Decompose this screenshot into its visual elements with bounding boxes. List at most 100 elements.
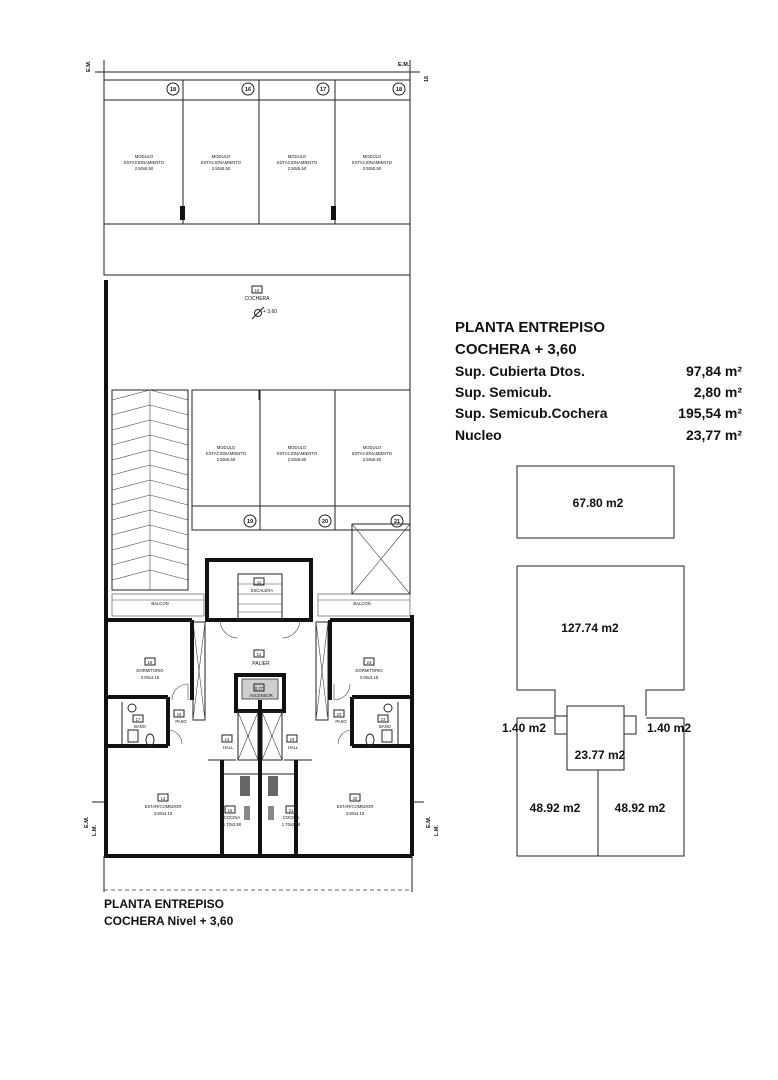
- em-marker-right: E.M.: [398, 62, 410, 68]
- room-number: 17: [136, 717, 141, 722]
- room-name: HALL: [288, 745, 299, 750]
- room-name: COCINA: [224, 815, 240, 820]
- summary-row-label: Sup. Cubierta Dtos.: [455, 363, 585, 379]
- parking-module-bottom-2: MODULO ESTACIONAMIENTO 2.50x5.50 20: [277, 445, 332, 528]
- room-dims: 3.80x4.10: [346, 811, 365, 816]
- summary-row-label: Nucleo: [455, 427, 502, 443]
- room-number: 22: [337, 712, 342, 717]
- parking-module-bottom-3: MODULO ESTACIONAMIENTO 2.50x5.50 21: [352, 445, 404, 528]
- parking-module-top-3: 17 MODULO ESTACIONAMIENTO 2.50x5.50: [277, 82, 330, 171]
- room-name: DORMITORIO: [136, 668, 164, 673]
- module-label-line1: MODULO: [135, 154, 154, 159]
- module-label-line1: MODULO: [288, 445, 307, 450]
- plan-caption-line1: PLANTA ENTREPISO: [104, 897, 224, 911]
- module-number: 19: [247, 519, 253, 525]
- toilet-icon: [145, 733, 155, 747]
- module-label-line2: ESTACIONAMIENTO: [206, 451, 247, 456]
- room-name: BAÑO: [379, 724, 392, 729]
- module-label-line2: ESTACIONAMIENTO: [277, 451, 318, 456]
- area-diagram: 67.80 m2 127.74 m2 1.40 m2 1.40 m2 23.77…: [502, 465, 691, 857]
- module-number: 18: [396, 87, 402, 93]
- room-name: ESTAR/COMEDOR: [145, 804, 182, 809]
- parking-module-top-2: 16 MODULO ESTACIONAMIENTO 2.50x5.50: [201, 82, 255, 171]
- cochera-label: 10 COCHERA + 3,60: [244, 285, 277, 320]
- area-left-small: 1.40 m2: [502, 721, 546, 735]
- room-number: 24: [367, 660, 372, 665]
- summary-row-value: 2,80 m²: [694, 384, 743, 400]
- summary-row-value: 23,77 m²: [686, 427, 742, 443]
- module-number: 18: [170, 87, 176, 93]
- room-name: PASO: [335, 719, 347, 724]
- room-dorm-left: 18 DORMITORIO 3.00x3.15: [136, 657, 164, 680]
- core: 11 ESCALERA 12 PALIER 0.77 ASCENSOR: [192, 558, 329, 856]
- summary-row-value: 195,54 m²: [678, 405, 742, 421]
- room-number: 15: [228, 808, 233, 813]
- module-dims: 2.50x5.50: [217, 457, 236, 462]
- room-dorm-right: 24 DORMITORIO 3.00x3.15: [355, 657, 383, 680]
- room-cocina-right: 21 COCINA 1.70x2.80: [282, 805, 301, 827]
- lm-marker-left: L.M.: [92, 825, 98, 836]
- area-main: 127.74 m2: [561, 621, 619, 635]
- interior-walls: [106, 618, 412, 856]
- parking-module-bottom-1: MODULO ESTACIONAMIENTO 2.50x5.50 19: [206, 445, 257, 528]
- module-number: 21: [394, 519, 400, 525]
- ascensor-label: ASCENSOR: [249, 693, 273, 698]
- balcony-right-label: BALCON: [353, 601, 370, 606]
- module-label-line2: ESTACIONAMIENTO: [277, 160, 318, 165]
- room-hall-left: 13 HALL: [221, 734, 234, 750]
- room-bano-right: 23 BAÑO: [377, 714, 392, 729]
- em-marker-left: E.M.: [86, 60, 92, 72]
- right-void-box: [351, 523, 411, 595]
- module-dims: 2.50x5.50: [288, 166, 307, 171]
- module-label-line1: MODULO: [363, 154, 382, 159]
- palier-label: PALIER: [252, 661, 270, 667]
- room-cocina-left: 15 COCINA 1.70x2.80: [223, 805, 242, 827]
- module-label-line2: ESTACIONAMIENTO: [352, 160, 393, 165]
- room-number: 18: [148, 660, 153, 665]
- room-paso-right: 22 PASO: [333, 709, 347, 724]
- room-bano-left: 17 BAÑO: [132, 714, 147, 729]
- sink-icon: [383, 703, 393, 713]
- lm-marker-right-em: E.M.: [426, 816, 432, 828]
- room-name: PASO: [175, 719, 187, 724]
- area-right-bottom: 48.92 m2: [615, 801, 666, 815]
- parking-module-top-4: 18 MODULO ESTACIONAMIENTO 2.50x5.50: [352, 82, 406, 171]
- summary-title-1: PLANTA ENTREPISO: [455, 319, 605, 336]
- area-right-small: 1.40 m2: [647, 721, 691, 735]
- summary-row-label: Sup. Semicub.: [455, 384, 551, 400]
- room-dims: 3.80x4.10: [154, 811, 173, 816]
- lm-marker-left-em: E.M.: [84, 816, 90, 828]
- room-name: ESTAR/COMEDOR: [337, 804, 374, 809]
- module-label-line1: MODULO: [212, 154, 231, 159]
- toilet-icon: [127, 729, 139, 743]
- palier-number: 12: [257, 652, 262, 657]
- toilet-icon: [365, 733, 375, 747]
- room-number: 16: [177, 712, 182, 717]
- module-dims: 2.50x5.50: [212, 166, 231, 171]
- module-label-line1: MODULO: [217, 445, 236, 450]
- ramp-hatch: [111, 389, 189, 591]
- module-number: 16: [245, 87, 251, 93]
- room-dims: 1.70x2.80: [223, 822, 242, 827]
- room-hall-right: 19 HALL: [286, 734, 299, 750]
- door-swings: [167, 619, 353, 745]
- side-number: 16: [424, 76, 430, 82]
- module-number: 17: [320, 87, 326, 93]
- module-label-line1: MODULO: [288, 154, 307, 159]
- lm-marker-right: L.M.: [434, 825, 440, 836]
- cochera-number: 10: [255, 288, 260, 293]
- summary-row-label: Sup. Semicub.Cochera: [455, 405, 608, 421]
- module-dims: 2.50x5.50: [135, 166, 154, 171]
- room-dims: 1.70x2.80: [282, 822, 301, 827]
- room-number: 14: [161, 796, 166, 801]
- cochera-level: + 3,60: [263, 309, 277, 315]
- room-number: 21: [289, 808, 294, 813]
- module-number: 20: [322, 519, 328, 525]
- room-estar-left: 14 ESTAR/COMEDOR 3.80x4.10: [145, 793, 182, 816]
- parking-module-top-1: 18 MODULO ESTACIONAMIENTO 2.50x5.50: [124, 82, 180, 171]
- escalera-number: 11: [257, 580, 262, 585]
- room-name: HALL: [223, 745, 234, 750]
- balcony-right: BALCON: [317, 593, 411, 617]
- module-dims: 2.50x5.50: [363, 166, 382, 171]
